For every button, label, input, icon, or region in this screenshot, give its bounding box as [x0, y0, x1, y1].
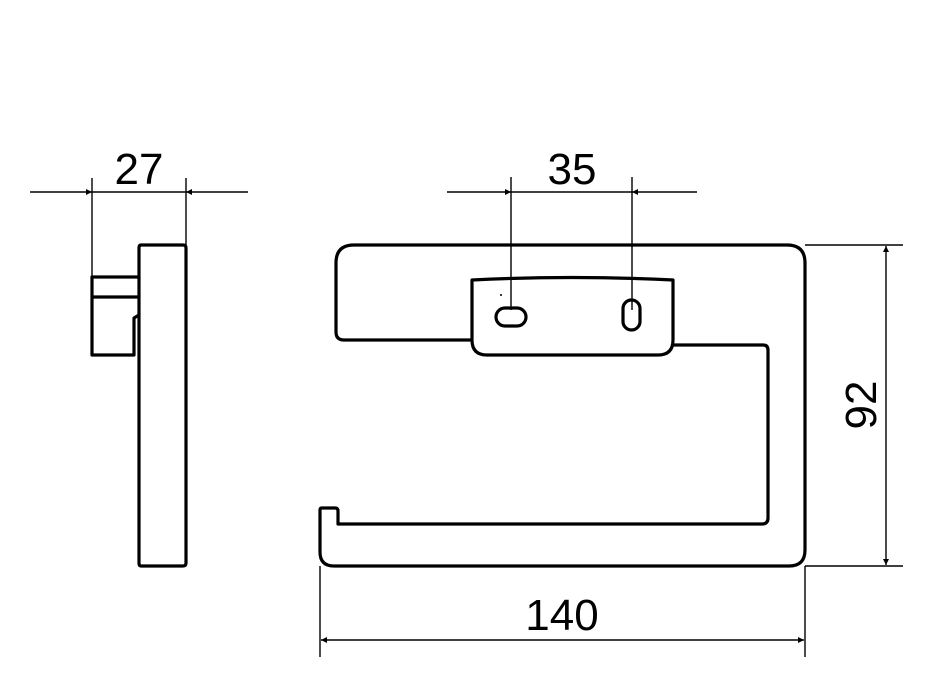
mounting-slot-horizontal: [494, 306, 528, 328]
side-plate: [137, 243, 188, 568]
dimension-hole-spacing: 35: [548, 145, 597, 194]
front-view: 35 92 140: [318, 145, 903, 657]
wall-bracket: [470, 275, 675, 357]
holder-outline: [318, 243, 807, 568]
side-mount-block: [90, 275, 140, 357]
dimension-width: 140: [525, 591, 598, 640]
dimension-height: 92: [837, 381, 886, 430]
side-view: 27: [30, 145, 248, 568]
dimension-depth: 27: [115, 145, 164, 194]
